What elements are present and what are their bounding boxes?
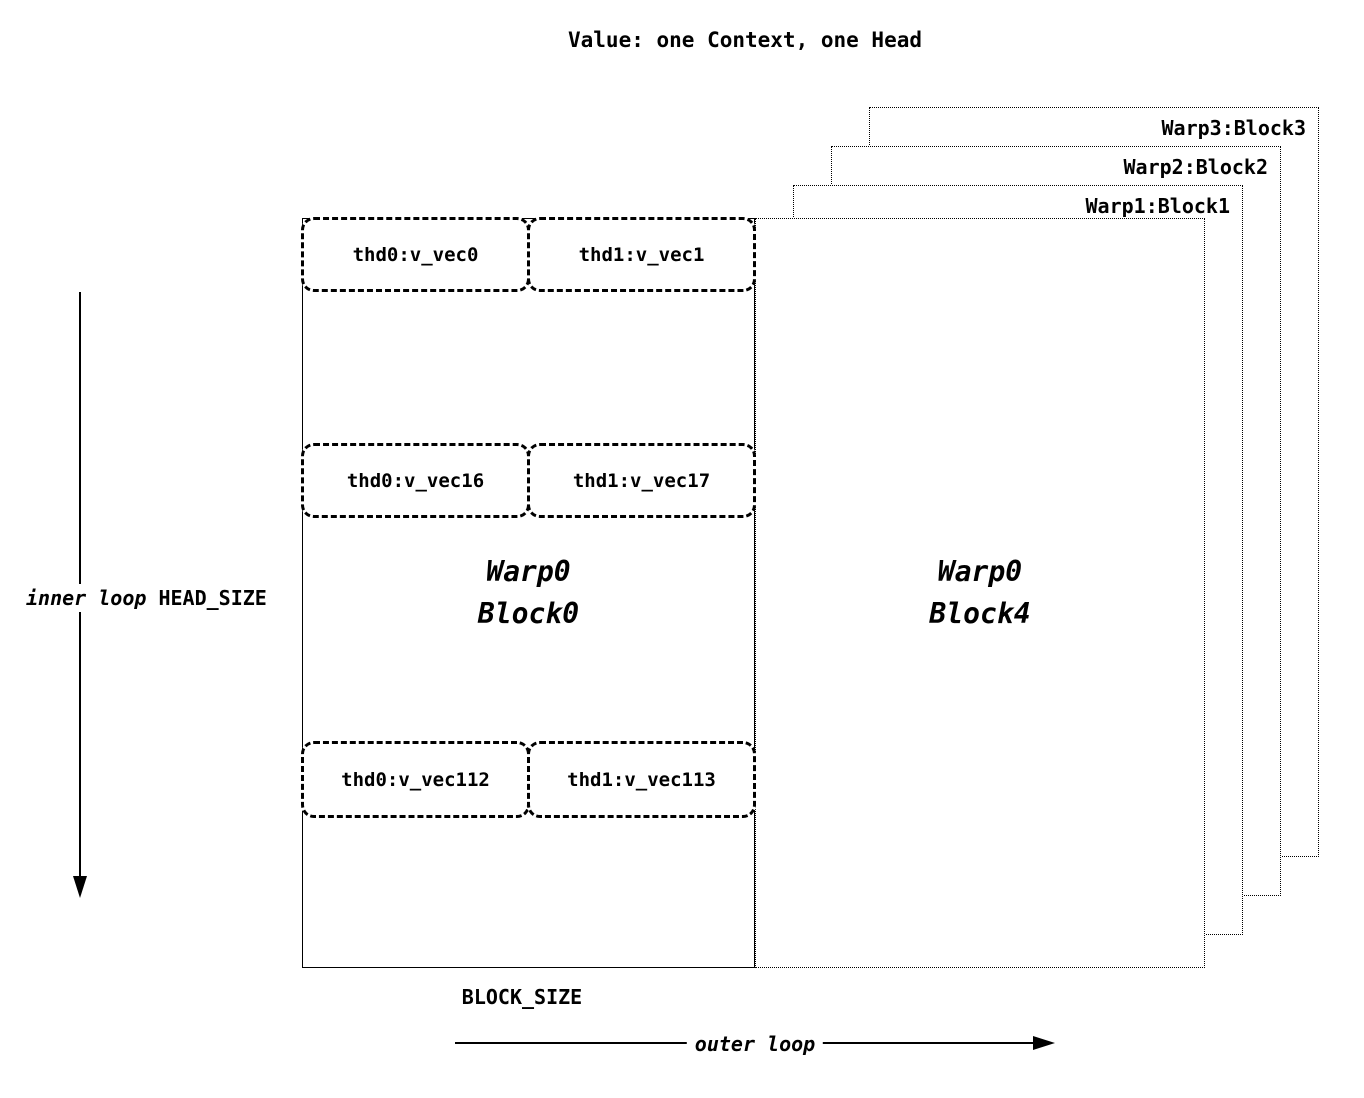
inner-loop-label: inner loop HEAD_SIZE: [22, 584, 271, 612]
vector-row-2: thd0:v_vec112 thd1:v_vec113: [301, 741, 756, 818]
warp0-block4-name-line2: Block4: [929, 597, 1031, 630]
inner-loop-text: inner loop: [26, 586, 147, 610]
warp0-block0-name-line1: Warp0: [486, 555, 571, 588]
warp0-block0-rect: Warp0 Block0 thd0:v_vec0 thd1:v_vec1 thd…: [301, 217, 756, 968]
vector-row-1: thd0:v_vec16 thd1:v_vec17: [301, 443, 756, 518]
warp2-block2-label: Warp2:Block2: [1123, 155, 1269, 179]
head-size-text: HEAD_SIZE: [158, 586, 267, 610]
warp0-block4-name: Warp0 Block4: [929, 551, 1030, 635]
warp3-block3-label: Warp3:Block3: [1161, 116, 1307, 140]
cell-thd0-v-vec0: thd0:v_vec0: [301, 217, 530, 292]
cell-thd1-v-vec113: thd1:v_vec113: [527, 741, 756, 818]
warp0-block0-name-lines: Warp0 Block0: [478, 551, 579, 635]
warp0-block4-name-line1: Warp0: [937, 555, 1023, 588]
cell-thd0-v-vec16: thd0:v_vec16: [301, 443, 530, 518]
cell-thd0-v-vec112: thd0:v_vec112: [301, 741, 530, 818]
vector-row-0: thd0:v_vec0 thd1:v_vec1: [301, 217, 756, 292]
warp0-block4-rect: Warp0 Block4: [755, 218, 1205, 968]
diagram-title: Value: one Context, one Head: [567, 28, 923, 52]
warp0-block0-name-line2: Block0: [477, 597, 580, 630]
cell-thd1-v-vec17: thd1:v_vec17: [527, 443, 756, 518]
warp0-block0-name: Warp0 Block0: [303, 219, 754, 967]
warp1-block1-label: Warp1:Block1: [1085, 194, 1231, 218]
cell-thd1-v-vec1: thd1:v_vec1: [527, 217, 756, 292]
outer-loop-label: outer loop: [686, 1032, 824, 1056]
block-size-label: BLOCK_SIZE: [461, 985, 583, 1009]
